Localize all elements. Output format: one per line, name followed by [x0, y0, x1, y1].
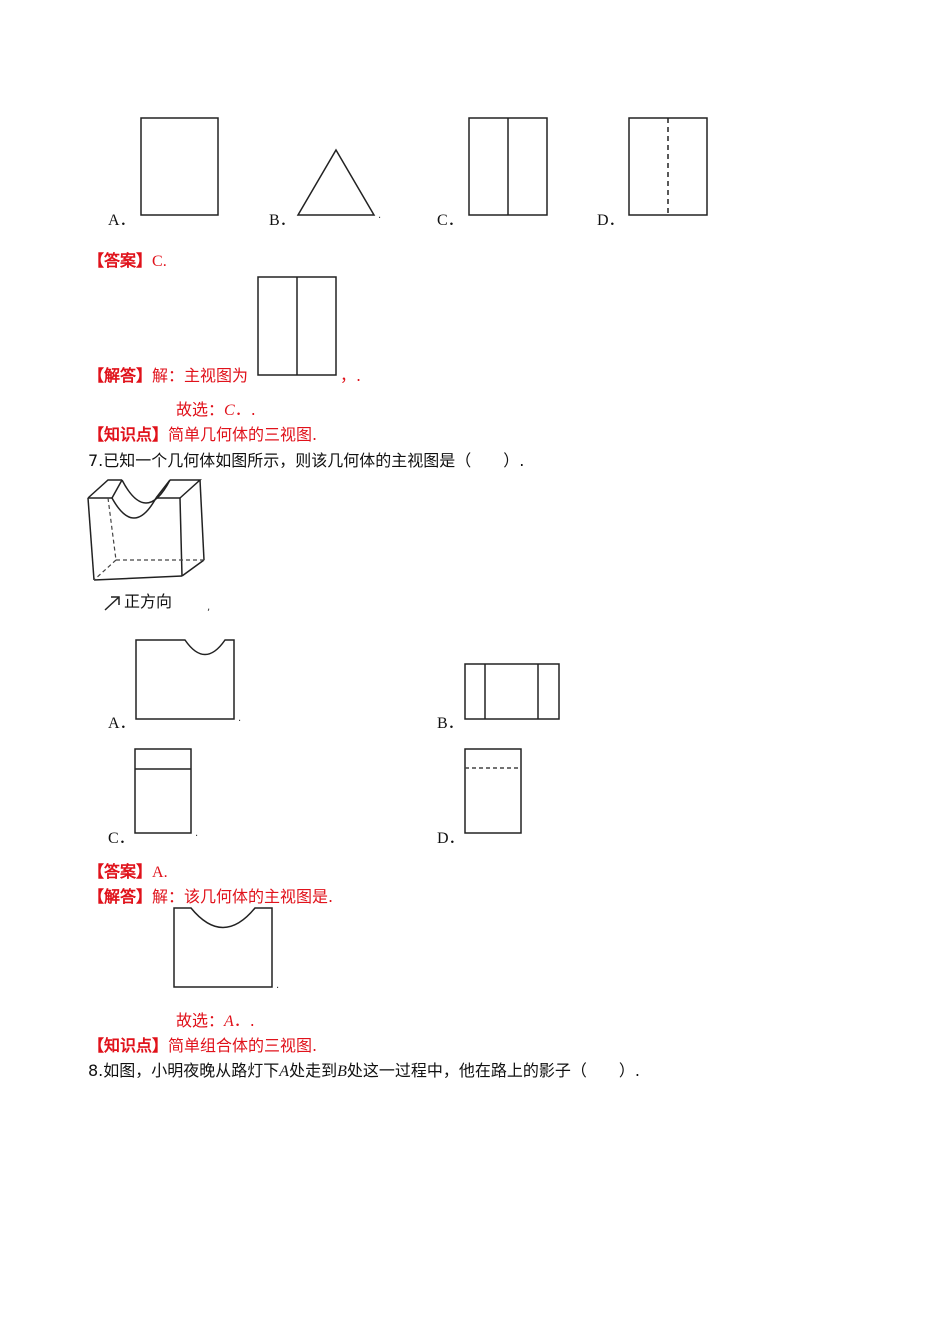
- q7-option-c-figure: [134, 748, 192, 834]
- q7-answer: 【答案】A.: [88, 862, 168, 883]
- solution-tag: 【解答】: [88, 887, 153, 906]
- q7-conclusion: 故选：A．.: [176, 1011, 255, 1032]
- q6-conclusion: 故选：C．.: [176, 400, 256, 421]
- q7-option-d-label: D．: [437, 830, 465, 847]
- knowledge-tag: 【知识点】: [88, 425, 169, 444]
- q8-question: 8.如图，小明夜晚从路灯下A处走到B处这一过程中，他在路上的影子（ ）.: [88, 1061, 640, 1082]
- q7-option-d-figure: [464, 748, 522, 834]
- solution-text: 解：主视图为: [152, 366, 249, 385]
- q7-knowledge: 【知识点】简单组合体的三视图.: [88, 1036, 317, 1056]
- knowledge-tag: 【知识点】: [88, 1036, 169, 1055]
- q8-middle: 处走到: [289, 1061, 338, 1080]
- q8-point-a: A: [279, 1063, 290, 1080]
- q6-option-c-label: C．: [437, 212, 464, 229]
- q8-point-b: B: [337, 1063, 347, 1080]
- q6-answer: 【答案】C.: [88, 251, 167, 272]
- q6-solution-end: ，.: [340, 366, 362, 385]
- direction-label: 正方向: [124, 592, 173, 611]
- q6-solution-figure: [257, 276, 337, 376]
- q7-solution: 【解答】解：该几何体的主视图是.: [88, 887, 333, 907]
- answer-value: A.: [152, 864, 168, 881]
- conclusion-value: A: [224, 1013, 234, 1030]
- q7-option-b-figure: [464, 663, 560, 720]
- q6-option-c-figure: [468, 117, 548, 216]
- q7-question: 7.已知一个几何体如图所示，则该几何体的主视图是（ ）.: [88, 451, 525, 470]
- q7-solution-figure: [173, 907, 273, 988]
- solution-text: 解：该几何体的主视图是.: [152, 887, 334, 906]
- q8-prefix: 8.如图，小明夜晚从路灯下: [88, 1061, 280, 1080]
- q8-suffix: 处这一过程中，他在路上的影子（ ）.: [346, 1061, 640, 1080]
- q7-solid-figure: [87, 479, 205, 581]
- solution-tag: 【解答】: [88, 366, 153, 385]
- q6-option-d-label: D．: [597, 212, 625, 229]
- knowledge-text: 简单几何体的三视图.: [168, 425, 318, 444]
- knowledge-text: 简单组合体的三视图.: [168, 1036, 318, 1055]
- q6-knowledge: 【知识点】简单几何体的三视图.: [88, 425, 317, 445]
- q7-option-a-figure: [135, 639, 235, 720]
- q6-option-a-figure: [140, 117, 219, 216]
- answer-tag: 【答案】: [88, 862, 153, 881]
- q6-option-b-figure: [296, 148, 376, 216]
- answer-value: C.: [152, 253, 167, 270]
- q7-option-a-mark: .: [238, 713, 242, 724]
- answer-tag: 【答案】: [88, 251, 153, 270]
- q6-options: A． B． . C． D．: [0, 0, 950, 240]
- conclusion-text: 故选：: [176, 1011, 225, 1030]
- q6-option-d-figure: [628, 117, 708, 216]
- q6-option-b-label: B．: [269, 212, 296, 229]
- q6-option-a-label: A．: [108, 212, 136, 229]
- conclusion-text: 故选：: [176, 400, 225, 419]
- q7-option-c-label: C．: [108, 830, 135, 847]
- q7-solution-mark: .: [276, 980, 280, 991]
- direction-arrow-icon: [104, 596, 120, 611]
- q6-option-b-mark: .: [378, 210, 382, 221]
- q7-option-c-mark: .: [195, 828, 199, 839]
- q6-solution: 【解答】解：主视图为: [88, 366, 248, 386]
- q7-option-b-label: B．: [437, 715, 464, 732]
- conclusion-end: ．.: [234, 400, 256, 419]
- conclusion-value: C: [224, 402, 235, 419]
- q7-figure-mark: ,: [207, 602, 211, 613]
- q7-option-a-label: A．: [108, 715, 136, 732]
- conclusion-end: ．.: [233, 1011, 255, 1030]
